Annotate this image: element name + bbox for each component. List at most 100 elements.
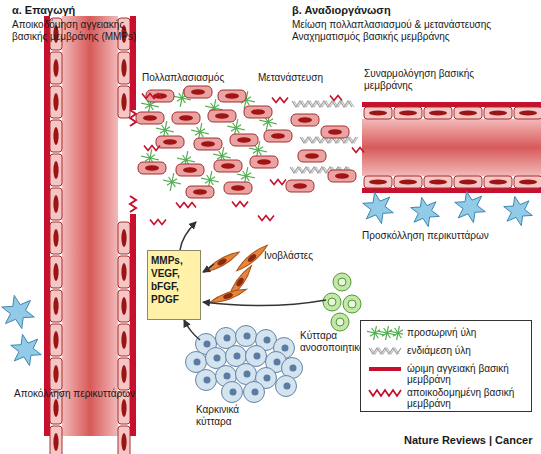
- cell-nucleus: [429, 110, 447, 115]
- annotation-label: Αποκόλληση περικυττάρων: [14, 388, 154, 400]
- right-vessel: [362, 102, 541, 227]
- cell-nucleus: [204, 341, 211, 348]
- cell-nucleus: [191, 89, 205, 95]
- endothelial-cell: [50, 154, 62, 186]
- cell-nucleus: [399, 110, 417, 115]
- cell-nucleus: [369, 179, 387, 184]
- section-heading: β. Αναδιοργάνωση: [292, 4, 492, 17]
- endothelial-cell: [118, 358, 130, 390]
- cell-nucleus: [264, 375, 271, 382]
- provisional-matrix-fibre: [172, 182, 175, 187]
- pericyte-cell: [11, 334, 42, 365]
- provisional-matrix-fibre: [393, 333, 398, 336]
- endothelial-cell: [250, 156, 278, 168]
- cell-nucleus: [121, 297, 126, 315]
- leader-arrows: [180, 222, 326, 340]
- provisional-matrix-fibre: [150, 105, 153, 110]
- cell-nucleus: [53, 195, 58, 213]
- provisional-matrix-fibre: [195, 132, 200, 135]
- annotation-label: Αποικοδόμηση αγγειακής βασικής μεμβράνης…: [12, 19, 140, 43]
- provisional-matrix-fibre: [370, 333, 375, 336]
- cell-nucleus: [369, 110, 387, 115]
- cell-nucleus: [489, 179, 507, 184]
- endothelial-cell: [454, 176, 482, 188]
- cancer-cells: [186, 326, 303, 403]
- cell-nucleus: [459, 179, 477, 184]
- cell-nucleus: [271, 133, 285, 139]
- intermediate-matrix-fibre: [294, 101, 354, 107]
- endothelial-cell: [364, 176, 392, 188]
- provisional-matrix-fibre: [222, 153, 227, 156]
- endothelial-cell: [50, 290, 62, 322]
- endothelial-cell: [50, 188, 62, 220]
- migration-cells: [286, 101, 358, 192]
- provisional-matrix-fibre: [147, 153, 150, 158]
- annotation-label: Προσκόλληση περικυττάρων: [362, 230, 537, 242]
- provisional-matrix-fibre: [181, 160, 186, 163]
- provisional-matrix-fibre: [165, 130, 168, 135]
- cell-nucleus: [201, 141, 215, 147]
- provisional-matrix-fibre: [145, 158, 150, 161]
- provisional-matrix-fibre: [241, 176, 246, 179]
- immune-cell: [343, 295, 361, 313]
- annotation-label: Καρκινικά κύτταρα: [196, 404, 256, 428]
- immune-cell: [331, 313, 349, 331]
- cell-nucleus: [399, 179, 417, 184]
- endothelial-cell: [364, 107, 392, 119]
- cell-nucleus: [328, 129, 342, 135]
- endothelial-cell: [208, 110, 236, 122]
- endothelial-cell: [184, 86, 212, 98]
- endothelial-cell: [264, 130, 292, 142]
- cell-nucleus: [215, 113, 229, 119]
- factor-list: MMPs, VEGF, bFGF, PDGF: [151, 254, 197, 306]
- endothelial-cell: [50, 222, 62, 254]
- cell-nucleus: [53, 59, 58, 77]
- pericyte-cell: [363, 192, 394, 223]
- legend-sample: [367, 326, 403, 340]
- provisional-matrix-fibre: [150, 155, 155, 158]
- leader-arrow: [180, 222, 196, 250]
- cell-nucleus: [244, 333, 251, 340]
- cell-nucleus: [338, 278, 346, 286]
- annotation-label: Συναρμολόγηση βασικής μεμβράνης: [364, 68, 514, 92]
- endothelial-cell: [50, 120, 62, 152]
- provisional-matrix-fibre: [268, 119, 273, 122]
- degraded-basement-membrane: [272, 98, 288, 103]
- endothelial-cell: [484, 107, 512, 119]
- cell-nucleus: [225, 93, 239, 99]
- cell-nucleus: [336, 318, 344, 326]
- cell-nucleus: [204, 377, 211, 384]
- cell-nucleus: [251, 109, 265, 115]
- endothelial-cell: [118, 86, 130, 118]
- endothelial-cell: [514, 107, 541, 119]
- endothelial-cell: [298, 150, 326, 162]
- endothelial-cell: [118, 256, 130, 288]
- degraded-basement-membrane: [142, 94, 162, 99]
- annotation-label: Αναχηματισμός βασικής μεμβράνης: [292, 31, 537, 43]
- legend-sample: [367, 362, 403, 376]
- vessel-lumen: [62, 16, 118, 436]
- fibroblasts: [203, 242, 270, 306]
- pericyte-cell: [504, 196, 533, 225]
- factor-box: MMPs, VEGF, bFGF, PDGF: [147, 250, 201, 320]
- provisional-matrix-fibre: [246, 176, 249, 181]
- provisional-matrix-fibre: [372, 328, 375, 333]
- intermediate-matrix-fibre: [369, 348, 401, 354]
- cell-nucleus: [222, 292, 233, 300]
- pericyte-cell: [2, 295, 34, 328]
- cell-nucleus: [254, 353, 261, 360]
- provisional-matrix-fibre: [183, 155, 186, 160]
- endothelial-cell: [321, 126, 349, 138]
- cell-nucleus: [235, 276, 245, 287]
- leader-arrow: [184, 320, 200, 340]
- section-heading: α. Επαγωγή: [12, 4, 172, 17]
- provisional-matrix-fibre: [384, 328, 387, 333]
- provisional-matrix-fibre: [398, 333, 401, 338]
- provisional-matrix-fibre: [258, 150, 261, 155]
- leader-arrow: [203, 264, 214, 272]
- cell-nucleus: [121, 263, 126, 281]
- provisional-matrix-fibre: [162, 125, 165, 130]
- degraded-basement-membrane: [258, 216, 274, 221]
- legend-label: προσωρινή ύλη: [407, 327, 529, 338]
- degraded-basement-membrane: [176, 203, 196, 208]
